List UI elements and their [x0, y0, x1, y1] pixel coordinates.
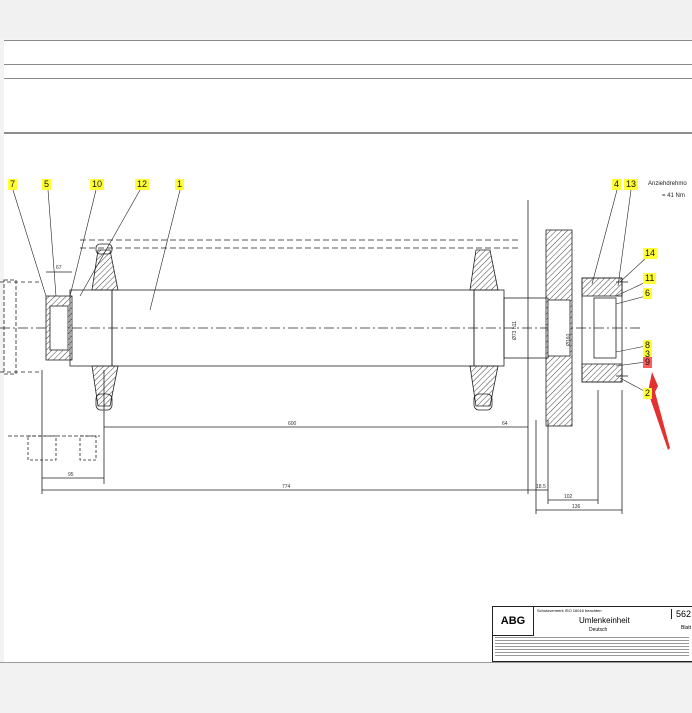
drawing-number: 562 [670, 609, 691, 619]
dim-774: 774 [282, 484, 291, 490]
dim-600: 600 [288, 421, 297, 427]
dim-95: 95 [68, 472, 74, 478]
dim-67: 67 [56, 265, 62, 271]
callout-13: 13 [624, 179, 639, 190]
next-sheet-area [0, 662, 692, 713]
callout-7: 7 [8, 179, 18, 190]
company-logo: ABG [493, 607, 534, 636]
callout-2: 2 [643, 388, 653, 399]
left-sprocket-top [91, 249, 119, 291]
drawing-language: Deutsch [589, 627, 608, 633]
sheet-label: Blatt [680, 625, 691, 631]
rule-1 [4, 40, 692, 41]
right-sprocket-top [469, 249, 499, 291]
callout-5: 5 [42, 179, 52, 190]
title-block: ABG Schutzvermerk ISO 16016 beachten Uml… [492, 606, 692, 662]
torque-value: = 41 Nm [662, 193, 685, 199]
dim-18-5: 18.5 [536, 484, 546, 490]
torque-label: Anziehdrehmo [648, 181, 687, 187]
viewer-toolbar [0, 0, 692, 38]
dim-136: 136 [572, 504, 581, 510]
protection-note: Schutzvermerk ISO 16016 beachten [537, 608, 602, 613]
callout-1: 1 [175, 179, 185, 190]
rule-2 [4, 64, 692, 65]
dim-shaft-diameter: Ø73 h11 [512, 321, 518, 340]
fine-print [495, 637, 689, 657]
callout-3: 3 [643, 349, 653, 360]
drawing-sheet [4, 132, 692, 662]
callout-12: 12 [135, 179, 150, 190]
previous-sheet [4, 40, 692, 140]
rule-3 [4, 78, 692, 79]
callout-9: 9 [643, 357, 653, 368]
dim-64: 64 [502, 421, 508, 427]
callout-8: 8 [643, 340, 653, 351]
dim-hub-diameter: Ø160 [566, 333, 572, 346]
dim-102: 102 [564, 494, 573, 500]
callout-4: 4 [612, 179, 622, 190]
callout-10: 10 [90, 179, 105, 190]
callout-14: 14 [643, 248, 658, 259]
drawing-title: Umlenkeinheit [579, 616, 630, 625]
red-arrow [648, 372, 670, 450]
callout-6: 6 [643, 288, 653, 299]
callout-11: 11 [643, 273, 657, 284]
